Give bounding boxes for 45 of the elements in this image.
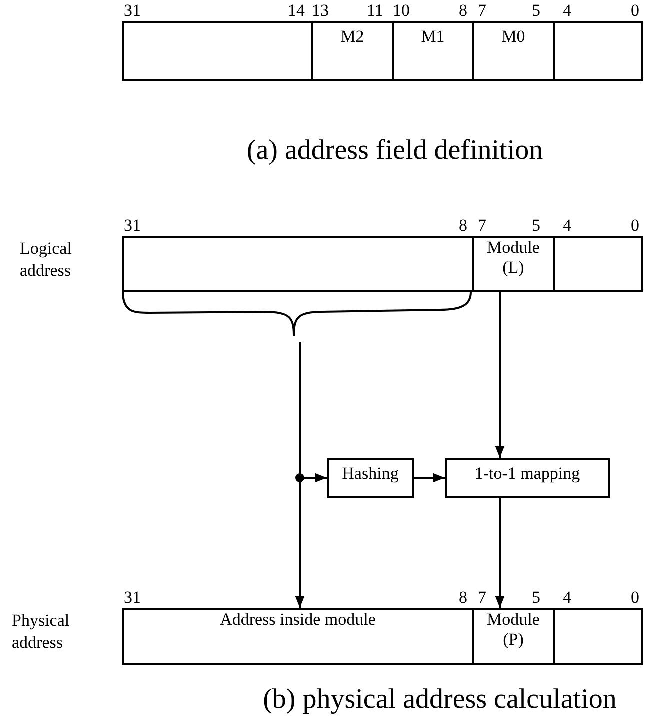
bit-number: 31 xyxy=(124,588,141,608)
bit-number: 7 xyxy=(478,216,486,236)
field-label: Module (L) xyxy=(486,238,541,278)
bit-number: 0 xyxy=(631,216,640,236)
bit-number: 8 xyxy=(459,216,468,236)
register-field xyxy=(472,236,555,292)
register-field xyxy=(311,21,394,81)
bit-number: 31 xyxy=(124,216,141,236)
bit-number: 4 xyxy=(563,1,572,21)
bit-number: 5 xyxy=(532,216,540,236)
register-field xyxy=(122,608,474,665)
register-field xyxy=(472,21,555,81)
field-label: Module (P) xyxy=(486,610,541,650)
register-field xyxy=(392,21,474,81)
bit-number: 5 xyxy=(532,588,540,608)
bit-number: 0 xyxy=(631,588,640,608)
field-label: Address inside module xyxy=(220,610,376,630)
bit-number: 10 xyxy=(393,1,410,21)
bit-number: 7 xyxy=(478,588,486,608)
field-label: M1 xyxy=(421,27,445,47)
caption: (b) physical address calculation xyxy=(262,683,618,717)
bit-number: 0 xyxy=(631,1,640,21)
field-label: M2 xyxy=(340,27,364,47)
bit-number: 5 xyxy=(532,1,540,21)
arrow xyxy=(495,498,505,608)
bit-number: 7 xyxy=(478,1,486,21)
bit-number: 31 xyxy=(124,1,141,21)
register-name: Physical address xyxy=(12,610,71,654)
field-label: M0 xyxy=(502,27,526,47)
bit-number: 8 xyxy=(459,588,468,608)
arrow xyxy=(414,473,445,483)
field-label: 1-to-1 mapping xyxy=(474,464,580,484)
bit-number: 4 xyxy=(563,216,572,236)
field-label: Hashing xyxy=(342,464,399,484)
bit-number: 13 xyxy=(312,1,329,21)
bit-number: 14 xyxy=(288,1,305,21)
caption: (a) address field definition xyxy=(246,134,544,168)
bit-number: 4 xyxy=(563,588,572,608)
register-field xyxy=(327,458,414,498)
bit-number: 8 xyxy=(459,1,468,21)
register-field xyxy=(472,608,555,665)
bit-number: 11 xyxy=(367,1,384,21)
arrow xyxy=(495,292,505,458)
register-name: Logical address xyxy=(20,238,73,282)
register-field xyxy=(445,458,610,498)
